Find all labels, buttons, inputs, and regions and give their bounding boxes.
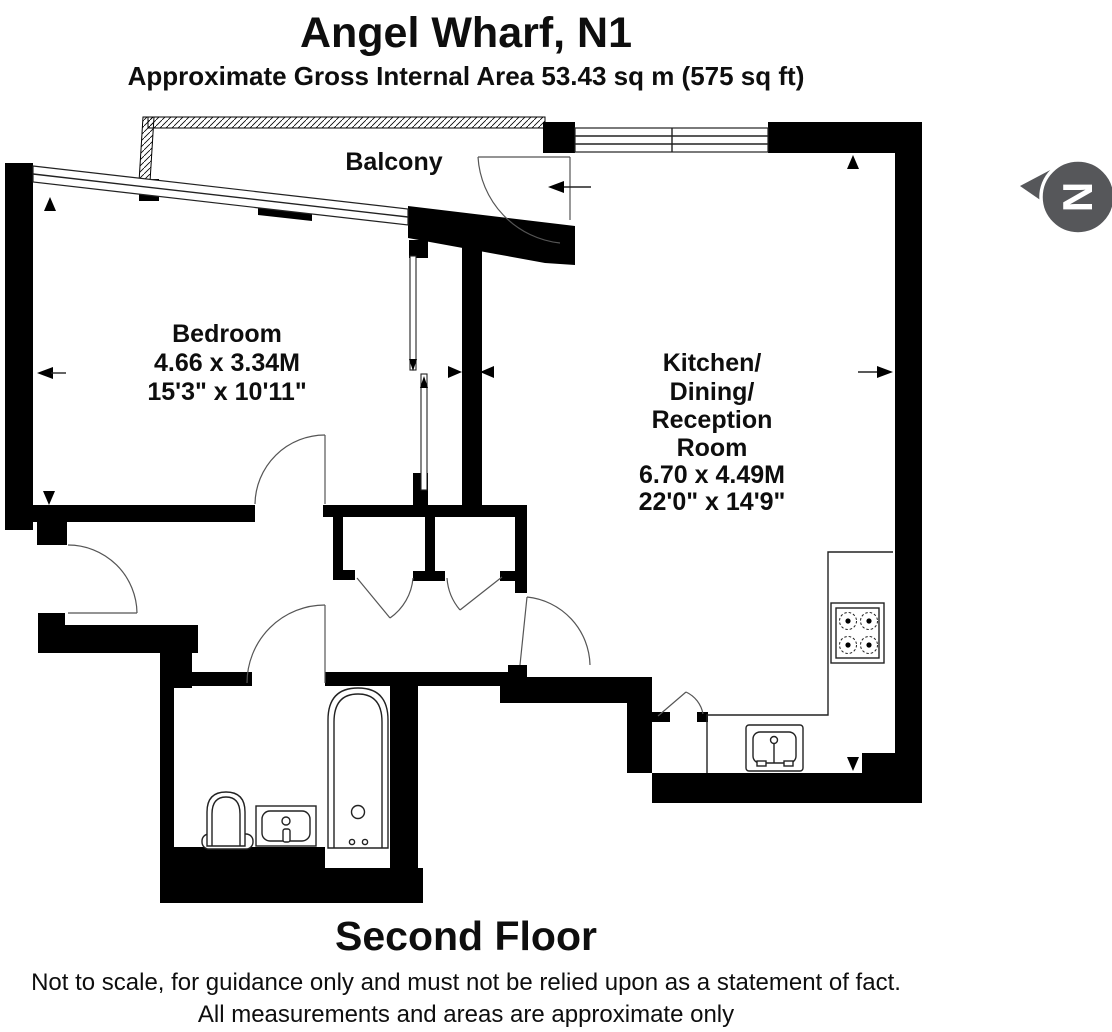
bathroom-top-wall [174, 672, 252, 686]
closet-door-left [356, 577, 414, 619]
balcony-door [477, 156, 571, 244]
hob [830, 602, 885, 664]
kitchen-door [519, 596, 591, 666]
page-title: Angel Wharf, N1 [300, 9, 632, 57]
balcony-label: Balcony [345, 148, 442, 176]
page-subtitle: Approximate Gross Internal Area 53.43 sq… [128, 61, 805, 91]
front-door [67, 544, 138, 614]
divider-arrow-left [480, 366, 494, 378]
closet-right-wall [515, 517, 527, 593]
walls [5, 122, 922, 903]
kitchen-corner-step [862, 753, 895, 773]
floor-label: Second Floor [335, 913, 597, 959]
disclaimer-line-2: All measurements and areas are approxima… [198, 1001, 734, 1028]
washbasin [255, 805, 317, 847]
disclaimer-line-1: Not to scale, for guidance only and must… [31, 969, 901, 996]
svg-text:15'3" x 10'11": 15'3" x 10'11" [147, 378, 306, 406]
svg-text:Reception: Reception [652, 406, 773, 434]
kitchen-label: Kitchen/ Dining/ Reception Room 6.70 x 4… [639, 349, 786, 516]
svg-text:Kitchen/: Kitchen/ [663, 349, 762, 377]
sliding-door [409, 255, 428, 491]
closet-divider-1 [333, 517, 343, 578]
bedroom-bottom-wall [33, 505, 255, 522]
bathroom-bottom-wall [160, 847, 423, 903]
svg-text:Bedroom: Bedroom [172, 320, 282, 348]
bathroom-right-wall [390, 685, 418, 868]
bathtub [327, 687, 389, 849]
bedroom-door [254, 434, 326, 505]
closet-top-wall [323, 505, 527, 517]
hall-bottom-wall [500, 677, 652, 703]
bathroom-left-wall [160, 625, 192, 688]
svg-text:Dining/: Dining/ [670, 378, 755, 406]
kitchen-cupboard-door [657, 691, 704, 717]
closet-divider-2 [425, 517, 435, 578]
bedroom-label: Bedroom 4.66 x 3.34M 15'3" x 10'11" [147, 320, 306, 406]
svg-text:Room: Room [677, 434, 748, 462]
kitchen-sink [745, 724, 804, 772]
svg-text:22'0" x 14'9": 22'0" x 14'9" [639, 488, 786, 516]
bedroom-arrow-down [43, 491, 55, 505]
kitchen-arrow-left [548, 181, 564, 193]
compass-letter: N [1054, 182, 1101, 212]
divider-arrow-right [448, 366, 462, 378]
closet-door-right [446, 576, 503, 611]
dimension-arrows [37, 155, 893, 771]
kitchen-right-wall [895, 122, 922, 803]
kitchen-window [574, 127, 769, 153]
hall-bathroom-wall [325, 672, 520, 686]
kitchen-arrow-right [877, 366, 893, 378]
bathroom-door [246, 604, 326, 684]
svg-text:6.70 x 4.49M: 6.70 x 4.49M [639, 461, 785, 489]
kitchen-counter [706, 551, 893, 773]
bedroom-arrow-left [37, 367, 53, 379]
bedroom-kitchen-divider-wall [462, 246, 482, 505]
kitchen-bottom-wall [652, 773, 922, 803]
toilet [201, 791, 254, 850]
bedroom-left-wall [5, 163, 33, 530]
balcony-end-wall [543, 122, 575, 153]
north-indicator: N [1020, 158, 1112, 236]
bedroom-arrow-up [44, 197, 56, 211]
compass-circle [1039, 158, 1112, 236]
svg-text:4.66 x 3.34M: 4.66 x 3.34M [154, 349, 300, 377]
slanted-wall [408, 206, 575, 265]
kitchen-arrow-up [847, 155, 859, 169]
bedroom-window [32, 165, 409, 226]
kitchen-arrow-down [847, 757, 859, 771]
